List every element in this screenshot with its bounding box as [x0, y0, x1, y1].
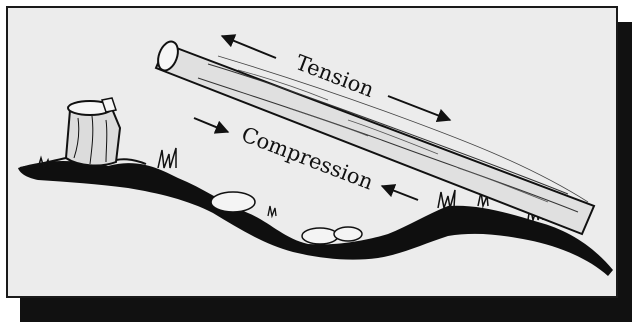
- arrow-icon: [388, 96, 450, 120]
- arrow-icon: [222, 36, 276, 58]
- illustration-frame: Tension Compression: [6, 6, 618, 298]
- arrow-icon: [382, 186, 418, 200]
- illustration-svg: Tension Compression: [8, 8, 618, 298]
- tree-stump-drawing: [20, 98, 146, 168]
- arrow-icon: [194, 118, 228, 132]
- tension-label: Tension: [292, 50, 377, 102]
